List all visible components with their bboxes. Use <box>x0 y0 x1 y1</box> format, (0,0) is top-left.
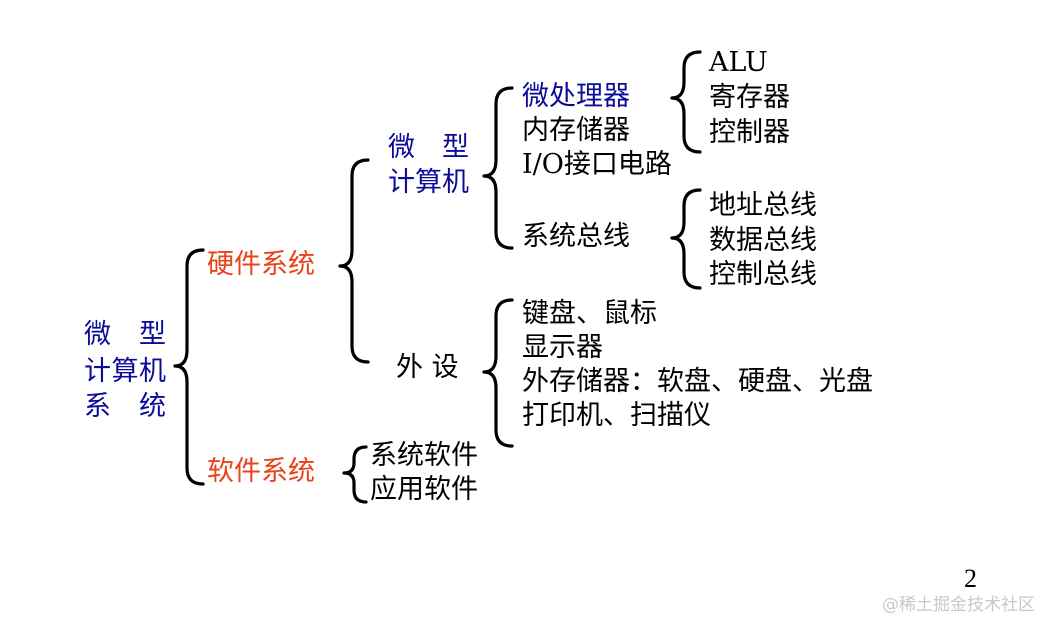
software-brace <box>342 445 368 504</box>
control-bus-label: 控制总线 <box>709 259 817 290</box>
external-storage-label: 外存储器：软盘、硬盘、光盘 <box>522 366 873 397</box>
bus-parts-brace <box>670 188 702 290</box>
root-brace <box>173 248 205 486</box>
system-software-label: 系统软件 <box>370 440 478 471</box>
display-label: 显示器 <box>522 332 603 363</box>
microcomputer-label-line1: 微 型 <box>388 132 469 163</box>
hardware-system-label: 硬件系统 <box>207 249 315 280</box>
register-label: 寄存器 <box>709 82 790 113</box>
software-system-label: 软件系统 <box>207 456 315 487</box>
application-software-label: 应用软件 <box>370 474 478 505</box>
root-label-line1: 微 型 <box>84 319 167 350</box>
peripherals-label: 外 设 <box>396 352 459 383</box>
system-bus-label: 系统总线 <box>522 221 630 252</box>
address-bus-label: 地址总线 <box>709 190 817 221</box>
root-label-line2: 计算机 <box>84 356 167 387</box>
io-interface-label: I/O接口电路 <box>522 149 672 180</box>
page-number: 2 <box>964 564 977 593</box>
keyboard-mouse-label: 键盘、鼠标 <box>522 298 657 329</box>
microprocessor-label: 微处理器 <box>522 81 630 112</box>
cpu-parts-brace <box>670 50 702 154</box>
microcomputer-label-line2: 计算机 <box>388 167 469 198</box>
peripherals-brace <box>482 298 514 448</box>
hardware-brace <box>338 158 370 364</box>
root-label-line3: 系 统 <box>84 391 167 422</box>
alu-label: ALU <box>709 47 768 78</box>
printer-scanner-label: 打印机、扫描仪 <box>522 400 711 431</box>
data-bus-label: 数据总线 <box>709 225 817 256</box>
controller-label: 控制器 <box>709 117 790 148</box>
internal-memory-label: 内存储器 <box>522 115 630 146</box>
microcomputer-brace <box>482 86 514 250</box>
watermark: @稀土掘金技术社区 <box>882 595 1035 615</box>
